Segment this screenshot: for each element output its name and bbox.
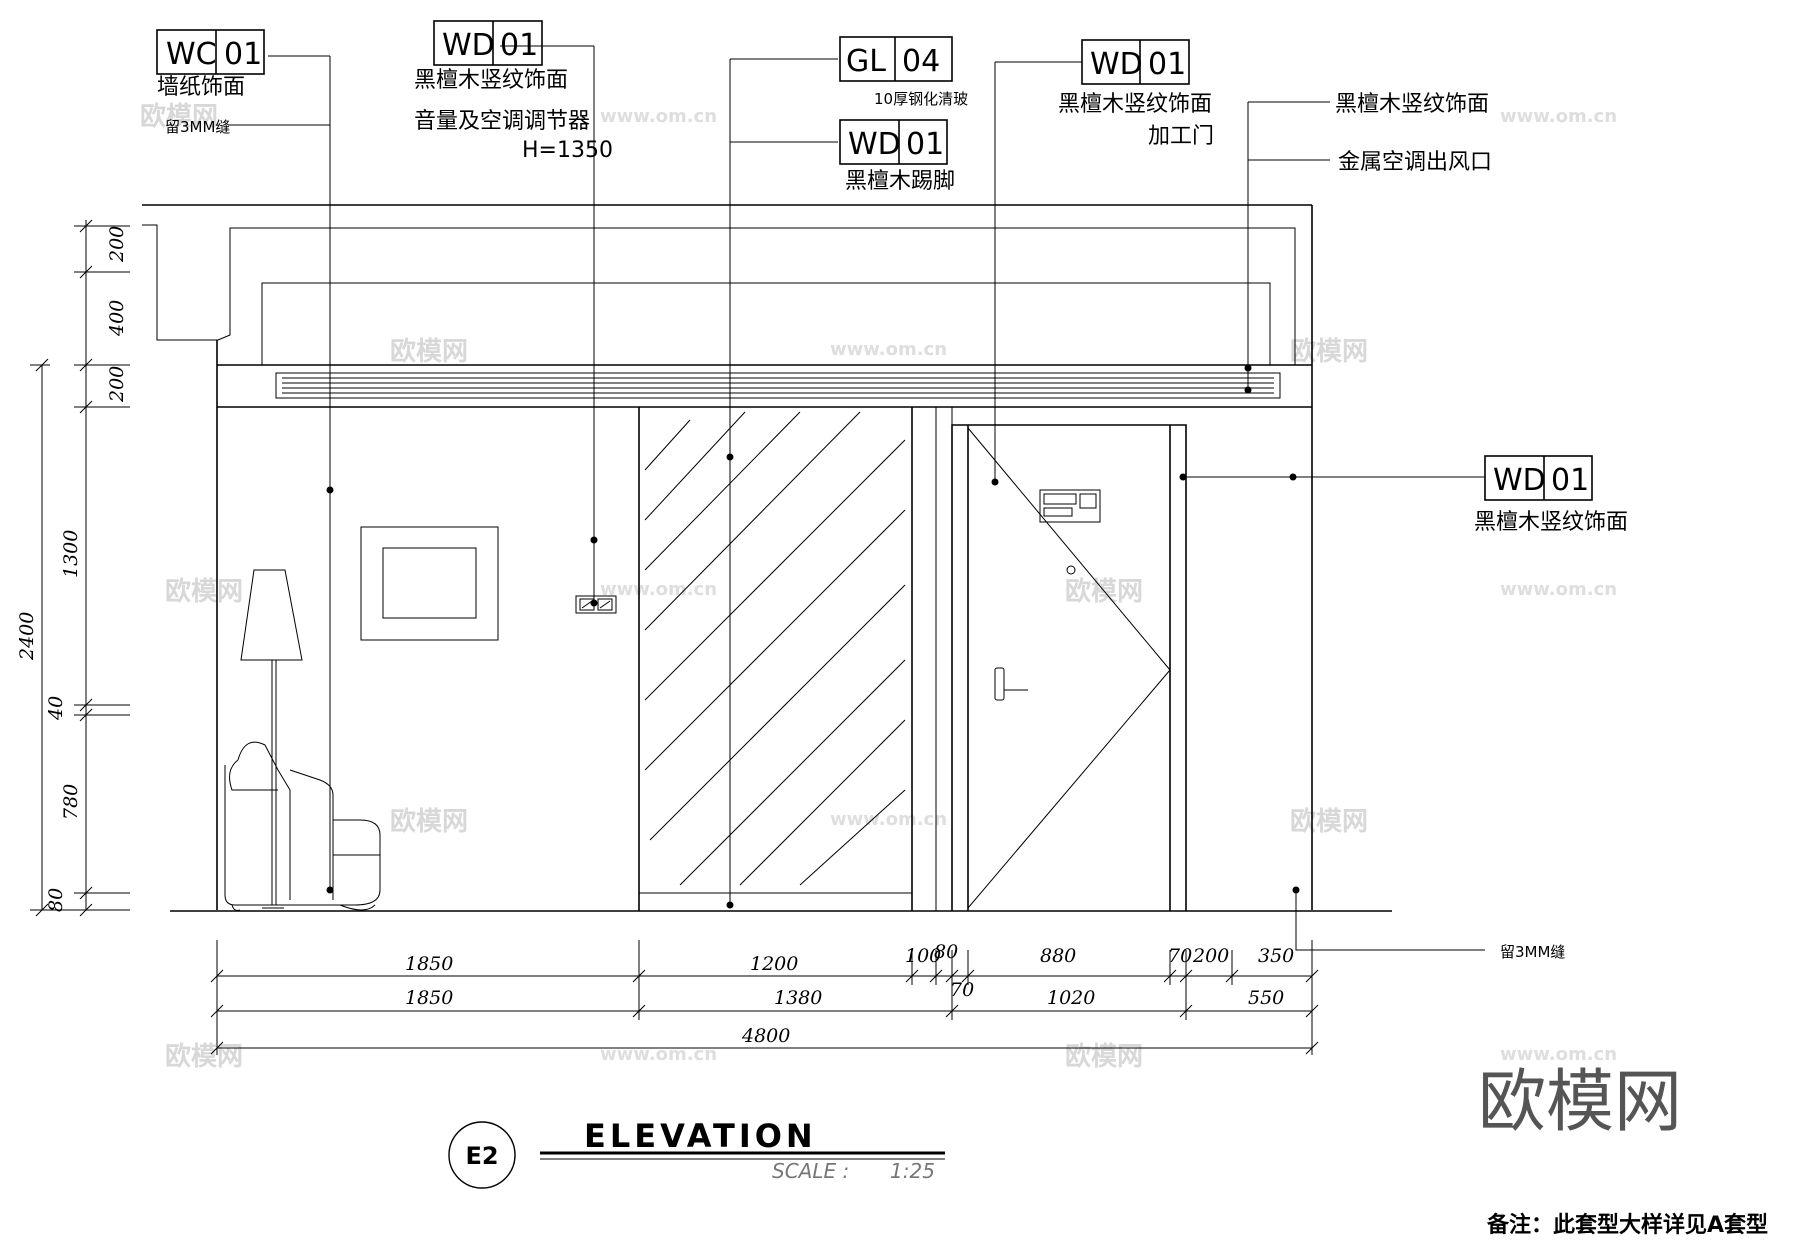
dim-1850-row2: 1850 [405,987,453,1009]
tag-code: GL [846,44,886,79]
tag-label: 黑檀木竖纹饰面 [1058,92,1212,117]
dim-100: 100 [905,945,941,967]
tag-num: 01 [1148,47,1186,82]
tag-label: 黑檀木踢脚 [845,169,955,194]
tag-num: 01 [224,37,262,72]
door [951,424,1187,911]
watermarks: 欧模网 www.om.cn www.om.cn 欧模网 www.om.cn 欧模… [140,101,1617,1072]
bottom-dimensions: 1850 1200 100 80 880 70 200 350 1850 138… [210,940,1319,1055]
dim-350: 350 [1258,945,1294,967]
watermark-url: www.om.cn [600,106,717,127]
dim-880: 880 [1040,945,1076,967]
tag-sub: 10厚钢化清玻 [874,90,968,108]
watermark-brand: 欧模网 [1065,1041,1143,1072]
watermark-url: www.om.cn [830,339,947,360]
label-ebony-veneer: 黑檀木竖纹饰面 [1335,92,1489,117]
title-block: E2 ELEVATION SCALE : 1:25 [448,1117,945,1189]
dim-200-b: 200 [1192,945,1229,967]
tag-sub: 加工门 [1148,124,1214,149]
tag-num: 01 [500,28,538,63]
tag-num: 01 [906,127,944,162]
watermark-url: www.om.cn [1500,579,1617,600]
left-wall-items [224,526,617,911]
dim-80-b: 80 [934,941,958,963]
tag-code: WD [1090,47,1143,82]
tag-num: 04 [902,44,940,79]
dim-80: 80 [45,888,67,912]
dim-1300: 1300 [60,530,82,578]
tag-num: 01 [1551,463,1589,498]
dim-1380: 1380 [774,987,822,1009]
glass-panel [638,407,953,911]
watermark-url: www.om.cn [1500,106,1617,127]
dim-550: 550 [1248,987,1284,1009]
tag-label: 黑檀木竖纹饰面 [414,68,568,93]
dim-70-row2: 70 [950,979,974,1001]
tag-label: 黑檀木竖纹饰面 [1474,510,1628,535]
watermark-url: www.om.cn [830,809,947,830]
dim-1200: 1200 [750,953,798,975]
elevation-badge: E2 [465,1142,498,1170]
dim-1850: 1850 [405,953,453,975]
tag-sub: 留3MM缝 [165,118,230,136]
tag-wd01-skirting: WD 01 黑檀木踢脚 [839,119,955,194]
dim-2400: 2400 [16,612,38,661]
tag-wd01-audio: WD 01 黑檀木竖纹饰面 音量及空调调节器 H=1350 [414,20,613,163]
dim-40: 40 [45,696,67,721]
dim-200-top: 200 [106,226,128,263]
elevation-title: ELEVATION [584,1117,817,1155]
dim-780: 780 [60,784,82,820]
left-dimensions: 200 400 200 1300 2400 40 780 80 [16,219,130,917]
tag-gl04: GL 04 10厚钢化清玻 [839,36,968,108]
watermark-brand: 欧模网 [165,576,243,607]
watermark-brand: 欧模网 [390,336,468,367]
watermark-url: www.om.cn [1500,1044,1617,1065]
scale-label: SCALE : [772,1159,849,1183]
watermark-brand: 欧模网 [140,101,218,132]
watermark-brand: 欧模网 [1290,336,1368,367]
watermark-brand: 欧模网 [1290,806,1368,837]
dim-4800: 4800 [741,1025,790,1047]
watermark-brand: 欧模网 [390,806,468,837]
tag-code: WD [1493,463,1546,498]
tag-code: WC [166,37,217,72]
dim-200: 200 [106,366,128,403]
scale-value: 1:25 [890,1159,935,1183]
dim-70: 70 [1168,945,1192,967]
tag-sub: 音量及空调调节器 [414,109,590,134]
footnote: 备注：此套型大样详见A套型 [1486,1212,1768,1238]
watermark-brand: 欧模网 [165,1041,243,1072]
label-3mm-gap: 留3MM缝 [1500,943,1565,961]
tag-code: WD [848,127,901,162]
watermark-url: www.om.cn [600,1044,717,1065]
dim-400: 400 [106,300,128,337]
brand-logo: 欧模网 [1478,1063,1682,1142]
label-metal-vent: 金属空调出风口 [1338,150,1492,175]
tag-height: H=1350 [522,138,613,163]
tag-code: WD [442,28,495,63]
ceiling-structure [142,204,1313,910]
tag-wc01: WC 01 墙纸饰面 留3MM缝 [156,29,265,136]
watermark-url: www.om.cn [600,579,717,600]
tag-label: 墙纸饰面 [157,75,245,100]
dim-1020: 1020 [1047,987,1095,1009]
tag-wd01-right: WD 01 黑檀木竖纹饰面 [1474,455,1628,535]
leader-lines [228,45,1485,951]
tag-wd01-door: WD 01 黑檀木竖纹饰面 加工门 [1058,39,1214,149]
